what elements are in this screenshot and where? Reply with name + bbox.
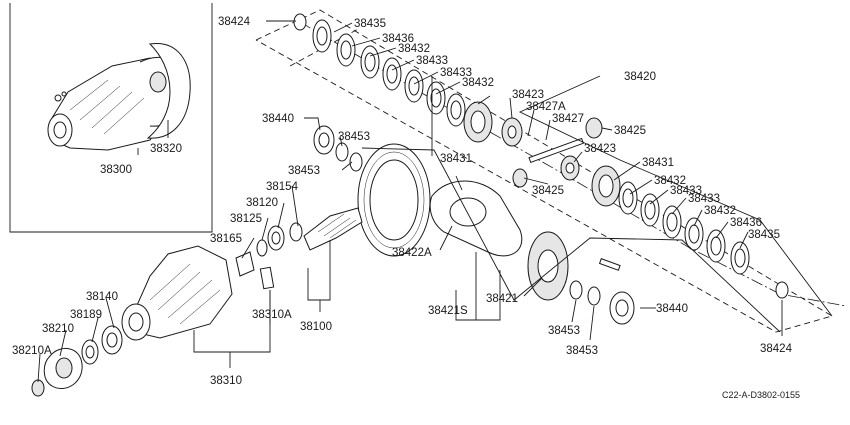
label-38300: 38300 [100,164,132,176]
label-38140: 38140 [86,291,118,303]
ring-gear-drawing [303,143,431,257]
label-38435-top: 38435 [354,18,386,30]
label-38432-right-2: 38432 [704,205,736,217]
label-38210A: 38210A [12,345,52,357]
label-38422A: 38422A [392,247,432,259]
clutch-plate-stack-right [591,165,789,299]
label-38431-right: 38431 [642,157,674,169]
label-38453-b: 38453 [288,165,320,177]
label-38423-top: 38423 [512,89,544,101]
companion-flange-drawing [31,325,123,397]
label-38423-mid: 38423 [584,143,616,155]
label-38421S: 38421S [428,305,468,317]
differential-dashed-boundary [255,9,834,333]
label-38424-bottom: 38424 [760,343,793,355]
left-side-bearing-drawing [313,125,363,172]
label-38433-right-1: 38433 [670,185,702,197]
inset-carrier-assembly: 38300 38320 [9,3,213,233]
label-38421: 38421 [486,293,518,305]
label-38433-top-1: 38433 [416,55,448,67]
label-38154: 38154 [266,181,299,193]
label-38427A: 38427A [526,101,566,113]
label-38427: 38427 [552,113,584,125]
label-38125: 38125 [230,213,262,225]
label-38432-right-1: 38432 [654,175,686,187]
label-38436-top: 38436 [382,33,414,45]
label-38440-top: 38440 [262,113,294,125]
label-38436-right: 38436 [730,217,762,229]
label-38100: 38100 [300,321,332,333]
part-number-labels: 38424 38435 38436 38432 38433 38433 3843… [12,16,800,400]
label-38310: 38310 [210,375,242,387]
label-38453-a: 38453 [338,131,370,143]
label-38165: 38165 [210,233,242,245]
label-38432-top-1: 38432 [398,43,430,55]
label-38189: 38189 [70,309,102,321]
label-38424-top: 38424 [218,16,251,28]
label-38453-d: 38453 [566,345,598,357]
label-38310A: 38310A [252,309,292,321]
label-38435-right: 38435 [748,229,780,241]
label-38431-left: 38431 [440,153,472,165]
front-pinion-parts-drawing [235,222,303,277]
drawing-code: C22-A-D3802-0155 [722,390,800,400]
label-38433-top-2: 38433 [440,67,472,79]
label-38420: 38420 [624,71,656,83]
label-38440-bottom: 38440 [656,303,688,315]
label-38433-right-2: 38433 [688,193,720,205]
label-38120: 38120 [246,197,278,209]
leader-lines [37,20,833,383]
right-side-bearing-drawing [569,280,635,325]
label-38210: 38210 [42,323,74,335]
label-38453-c: 38453 [548,325,580,337]
label-38425-top: 38425 [614,125,646,137]
label-38425-mid: 38425 [532,185,564,197]
clutch-plate-stack-top [293,13,523,147]
differential-case-drawing [429,175,621,301]
gasket-38320-drawing [146,43,191,139]
label-38320: 38320 [150,143,182,155]
label-38432-top-2: 38432 [462,77,494,89]
carrier-housing-38310-drawing [121,245,275,341]
